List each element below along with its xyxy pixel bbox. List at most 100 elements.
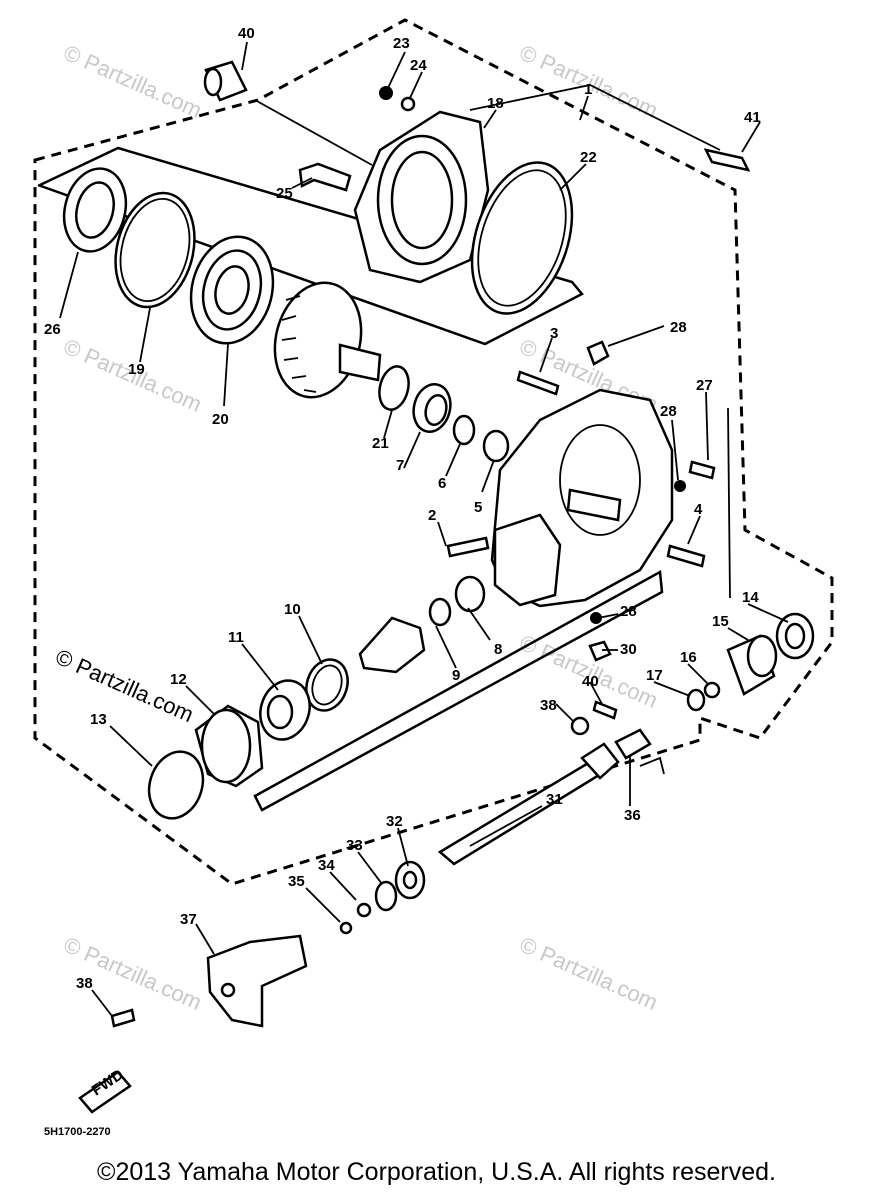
assembly-boundary xyxy=(33,18,834,886)
part-5-bearing xyxy=(482,429,510,463)
part-37-universal-joint xyxy=(206,934,308,1028)
callout-12: 12 xyxy=(170,671,187,688)
part-20-bearing xyxy=(189,235,275,345)
part-ring-gear xyxy=(273,281,382,399)
part-35-circlip xyxy=(339,921,353,935)
callout-13: 13 xyxy=(90,711,107,728)
watermark-bottom-right: © Partzilla.com xyxy=(516,932,662,1015)
part-22-o-ring xyxy=(470,161,574,315)
part-29-plug xyxy=(586,340,610,366)
part-27-stud xyxy=(688,460,716,480)
part-16-washer xyxy=(703,681,721,699)
plate-upper xyxy=(37,146,584,346)
copyright-notice: ©2013 Yamaha Motor Corporation, U.S.A. A… xyxy=(97,1158,776,1186)
part-25-bolt xyxy=(298,162,352,192)
part-final-gear-case xyxy=(490,388,674,608)
callout-2: 2 xyxy=(428,507,436,524)
callout-6: 6 xyxy=(438,475,446,492)
callout-10: 10 xyxy=(284,601,301,618)
part-12-bearing-housing xyxy=(194,704,264,788)
part-11-bearing xyxy=(259,679,311,741)
callout-leaders xyxy=(59,41,789,1017)
callout-5: 5 xyxy=(474,499,482,516)
callout-18: 18 xyxy=(487,95,504,112)
callout-15: 15 xyxy=(712,613,729,630)
callout-4: 4 xyxy=(694,501,703,518)
callout-21: 21 xyxy=(372,435,389,452)
callout-35: 35 xyxy=(288,873,305,890)
watermark-top-left: © Partzilla.com xyxy=(60,40,206,123)
callout-27: 27 xyxy=(696,377,713,394)
part-14-seal xyxy=(775,612,815,660)
part-10-o-ring xyxy=(305,658,349,712)
part-21-shim xyxy=(378,365,410,411)
part-26-seal xyxy=(62,167,128,253)
callout-29: 28 xyxy=(670,319,687,336)
part-code: 5H1700-2270 xyxy=(44,1126,111,1138)
callout-24: 24 xyxy=(410,57,427,74)
part-4-pin xyxy=(666,544,706,568)
callout-26: 26 xyxy=(44,321,61,338)
callout-40: 40 xyxy=(582,673,599,690)
part-28-lower-bolt xyxy=(590,612,602,624)
callout-11: 11 xyxy=(228,629,244,646)
part-15-bushing xyxy=(726,634,778,696)
callout-16: 16 xyxy=(680,649,697,666)
part-34-washer xyxy=(356,902,372,918)
part-39-nut xyxy=(570,716,590,736)
part-19-o-ring xyxy=(114,191,196,309)
callout-19: 19 xyxy=(128,361,145,378)
callout-8: 8 xyxy=(494,641,502,658)
part-42-tag xyxy=(703,148,751,172)
part-32-seal xyxy=(394,860,426,900)
callout-23: 23 xyxy=(393,35,410,52)
callout-41: 40 xyxy=(238,25,255,42)
callout-36: 36 xyxy=(624,807,641,824)
part-2-pin xyxy=(446,536,490,558)
callout-31: 31 xyxy=(546,791,563,808)
fwd-arrow-icon: FWD xyxy=(78,1066,132,1114)
part-41-collar xyxy=(203,60,248,102)
callout-7: 7 xyxy=(396,457,404,474)
part-40-bolt xyxy=(592,700,618,720)
callout-22: 22 xyxy=(580,149,597,166)
callout-32: 32 xyxy=(386,813,403,830)
part-7-bearing xyxy=(412,383,452,433)
callout-30: 30 xyxy=(620,641,637,658)
part-6-shim xyxy=(452,414,476,446)
part-38-bolt xyxy=(110,1008,136,1028)
callout-34: 34 xyxy=(318,857,335,874)
callout-42: 41 xyxy=(744,109,761,126)
part-pinion-gear xyxy=(358,616,426,674)
part-8-bearing xyxy=(454,575,486,613)
watermark-low-right: © Partzilla.com xyxy=(516,630,662,713)
callout-14: 14 xyxy=(742,589,759,606)
plate-lower xyxy=(253,569,664,812)
part-36-coupling xyxy=(614,728,665,775)
part-23-nut xyxy=(379,86,393,100)
callout-1: 1 xyxy=(584,81,592,98)
callout-28: 28 xyxy=(660,403,677,420)
part-13-circlip xyxy=(147,750,205,820)
part-9-shim xyxy=(428,597,452,627)
callout-37: 37 xyxy=(180,911,197,928)
leader-41 xyxy=(254,99,373,166)
part-30-nut xyxy=(588,640,612,662)
part-33-washer xyxy=(374,880,398,912)
callout-39: 38 xyxy=(540,697,557,714)
part-18-bearing-housing xyxy=(353,110,490,284)
part-3-pin xyxy=(516,370,560,396)
callout-28-lower: 28 xyxy=(620,603,637,620)
callout-labels: 40 23 24 18 1 22 41 25 26 19 20 21 7 6 5… xyxy=(44,25,761,992)
part-24-washer xyxy=(400,96,416,112)
watermark-bottom-left: © Partzilla.com xyxy=(60,932,206,1015)
callout-17: 17 xyxy=(646,667,663,684)
part-17-washer xyxy=(686,688,706,712)
part-28-bolt xyxy=(674,480,686,492)
callout-25: 25 xyxy=(276,185,293,202)
leader-27 xyxy=(727,407,731,599)
callout-33: 33 xyxy=(346,837,363,854)
leader-18 xyxy=(469,84,721,151)
callout-9: 9 xyxy=(452,667,460,684)
